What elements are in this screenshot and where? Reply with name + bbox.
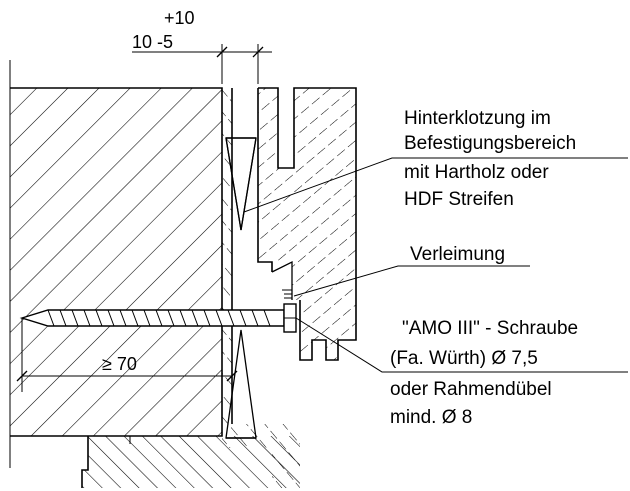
bottom-sill-block xyxy=(81,436,300,488)
gap-tolerance-plus: +10 xyxy=(164,8,195,28)
embed-depth-label: ≥ 70 xyxy=(102,354,137,374)
callout-glue: Verleimung xyxy=(410,244,505,265)
embed-depth-dimension xyxy=(16,318,238,392)
frame-lining xyxy=(222,88,300,488)
fixing-screw xyxy=(19,303,297,333)
gap-nominal-minus: 10 -5 xyxy=(132,32,173,52)
callout-screw: "AMO III" - Schraube (Fa. Würth) Ø 7,5 o… xyxy=(390,318,583,428)
window-frame-profile xyxy=(257,87,357,361)
packing-shims xyxy=(225,137,257,439)
callout-packing: Hinterklotzung im Befestigungsbereich mi… xyxy=(404,108,581,210)
masonry-wall xyxy=(9,60,223,468)
gap-dimension xyxy=(132,44,272,84)
leader-lines xyxy=(243,157,628,373)
